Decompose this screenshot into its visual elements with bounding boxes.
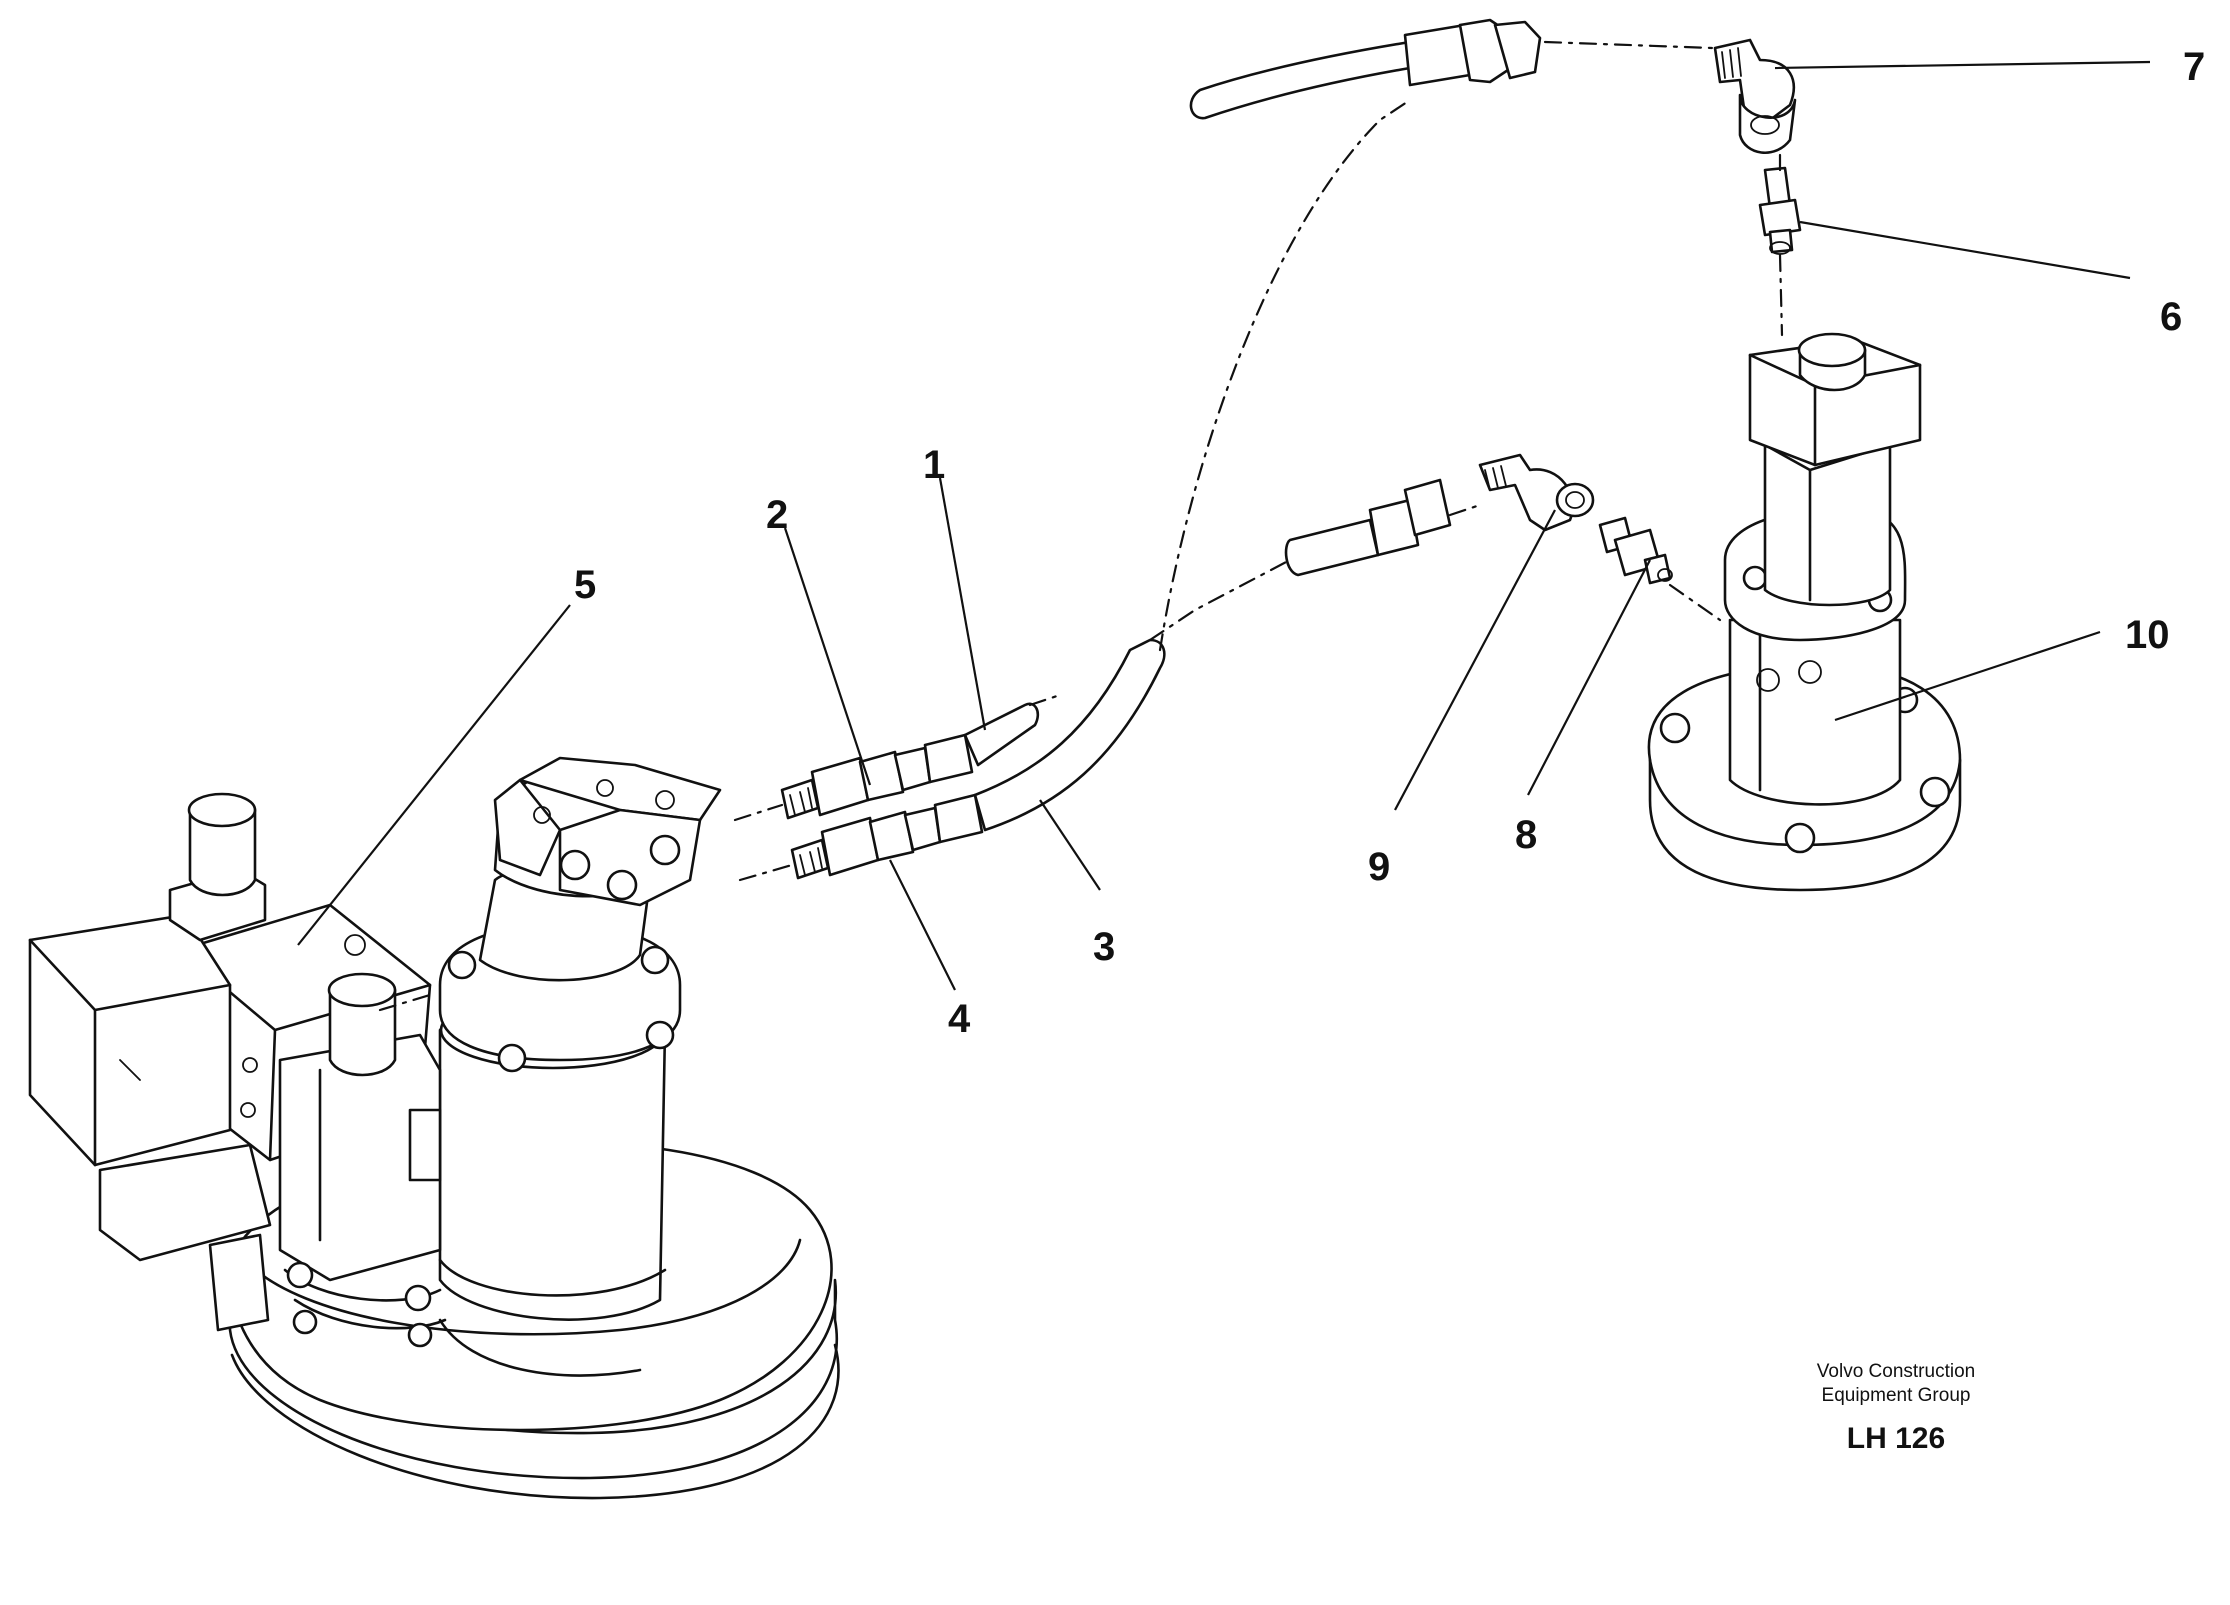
callout-6: 6 bbox=[2160, 295, 2182, 339]
callout-2: 2 bbox=[766, 493, 788, 537]
left-assembly bbox=[28, 756, 840, 1500]
center-fittings bbox=[1284, 453, 1673, 585]
solenoid-box-left bbox=[28, 913, 232, 1167]
hose-3 bbox=[973, 638, 1166, 832]
callout-5: 5 bbox=[574, 563, 596, 607]
elbow-fitting-7 bbox=[1713, 38, 1796, 122]
connection-lines bbox=[378, 40, 1784, 1012]
port-flange-front bbox=[558, 808, 702, 907]
callout-3: 3 bbox=[1093, 925, 1115, 969]
callout-labels: 1 2 3 4 5 6 7 8 9 10 bbox=[574, 45, 2205, 1041]
publisher-line-1: Volvo Construction bbox=[1816, 1361, 1976, 1382]
hose-1 bbox=[963, 702, 1040, 767]
hose-upper bbox=[1189, 40, 1412, 120]
callout-10: 10 bbox=[2125, 613, 2170, 657]
upper-hose-assembly bbox=[1189, 18, 1802, 255]
callout-9: 9 bbox=[1368, 845, 1390, 889]
cylinder-body bbox=[1728, 618, 1902, 806]
right-assembly bbox=[1647, 332, 1962, 892]
publisher-line-2: Equipment Group bbox=[1821, 1385, 1971, 1406]
callout-1: 1 bbox=[923, 443, 945, 487]
fitting-adapter-2 bbox=[780, 778, 820, 820]
drawing-code: LH 126 bbox=[1846, 1422, 1946, 1455]
hose-stub bbox=[1284, 518, 1380, 577]
callout-7: 7 bbox=[2183, 45, 2205, 89]
fitting-adapter-4 bbox=[790, 838, 830, 880]
cylinder-square-tube bbox=[1763, 418, 1892, 607]
callout-8: 8 bbox=[1515, 813, 1537, 857]
leader-lines bbox=[297, 60, 2151, 991]
callout-4: 4 bbox=[948, 997, 971, 1041]
hose-fittings-left bbox=[780, 638, 1166, 880]
